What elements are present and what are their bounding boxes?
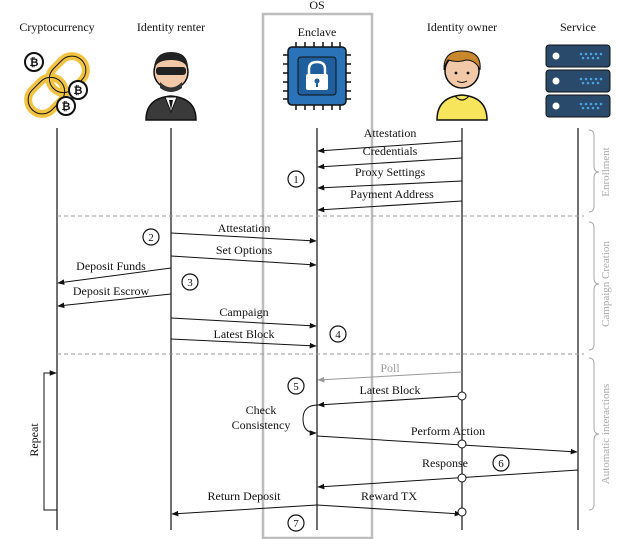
arrow-deposit-funds [57,267,172,285]
person-icon [436,50,488,121]
step-marker-2: 2 [142,228,160,246]
step-marker-3: 3 [181,273,199,291]
msg-credentials: Credentials [363,144,418,158]
svg-text:₿: ₿ [62,100,71,113]
brace-enrollment [588,129,600,213]
phase-campaign-label: Campaign Creation [600,241,612,327]
msg-latest-block-owner: Latest Block [360,383,421,397]
step-marker-4: 4 [329,325,347,343]
os-boundary [261,12,374,539]
msg-poll: Poll [380,361,400,375]
msg-latest-block-renter: Latest Block [214,327,275,341]
masked-person-icon [145,52,197,121]
arrow-poll [317,371,463,383]
actor-renter-label: Identity renter [137,20,205,34]
chip-lock-icon [283,42,351,110]
arrow-latest-block-owner [317,395,463,408]
owner-node-3 [457,473,467,483]
msg-consistency: Consistency [232,418,291,432]
step-marker-7: 7 [287,514,305,532]
repeat-loop-arrow [43,370,57,511]
msg-attestation-owner: Attestation [364,126,417,140]
msg-deposit-funds: Deposit Funds [76,259,146,273]
arrow-credentials [317,157,463,170]
os-title: OS [309,0,324,12]
arrow-reward-tx [316,504,462,517]
svg-text:₿: ₿ [74,84,83,97]
arrow-payment-address [317,200,463,213]
bitcoin-chain-icon: ₿ ₿ ₿ [24,52,90,118]
repeat-label: Repeat [27,423,41,457]
arrow-set-options [170,255,317,268]
msg-perform-action: Perform Action [411,424,485,438]
step-4-label: 4 [335,329,341,341]
phase-auto-label: Automatic interactions [600,384,612,485]
msg-response: Response [422,456,468,470]
server-icon [545,44,611,118]
msg-check: Check [246,403,277,417]
actor-crypto-label: Cryptocurrency [19,20,94,34]
arrow-perform-action [316,435,578,455]
actor-enclave-label: Enclave [298,25,337,39]
step-marker-6: 6 [492,454,510,472]
msg-attestation-renter: Attestation [218,221,271,235]
msg-payment-address: Payment Address [350,187,434,201]
owner-node-2 [457,439,467,449]
msg-reward-tx: Reward TX [361,489,417,503]
step-5-label: 5 [293,381,299,393]
msg-set-options: Set Options [216,243,273,257]
step-6-label: 6 [498,458,504,470]
msg-deposit-escrow: Deposit Escrow [73,284,150,298]
msg-campaign: Campaign [219,305,268,319]
step-marker-1: 1 [287,170,305,188]
msg-return-deposit: Return Deposit [208,489,282,503]
arrow-response [317,469,579,490]
owner-node-4 [457,507,467,517]
arrow-self-check [302,404,319,436]
arrow-deposit-escrow [57,293,172,309]
owner-node-1 [457,391,467,401]
actor-owner-label: Identity owner [427,20,497,34]
step-marker-5: 5 [287,377,305,395]
brace-campaign [588,221,600,351]
phase-enrollment-label: Enrollment [600,147,612,197]
svg-text:₿: ₿ [30,56,39,69]
step-3-label: 3 [187,277,193,289]
step-2-label: 2 [148,232,154,244]
actor-service-label: Service [560,20,596,34]
msg-proxy-settings: Proxy Settings [355,165,426,179]
arrow-return-deposit [171,504,318,517]
brace-auto [588,357,600,511]
arrow-attestation-renter [170,232,317,244]
step-7-label: 7 [293,518,299,530]
arrow-campaign [170,317,317,329]
arrow-proxy-settings [317,180,463,191]
arrow-attestation-owner [317,140,463,154]
step-1-label: 1 [293,174,299,186]
arrow-latest-block-renter [170,338,317,349]
